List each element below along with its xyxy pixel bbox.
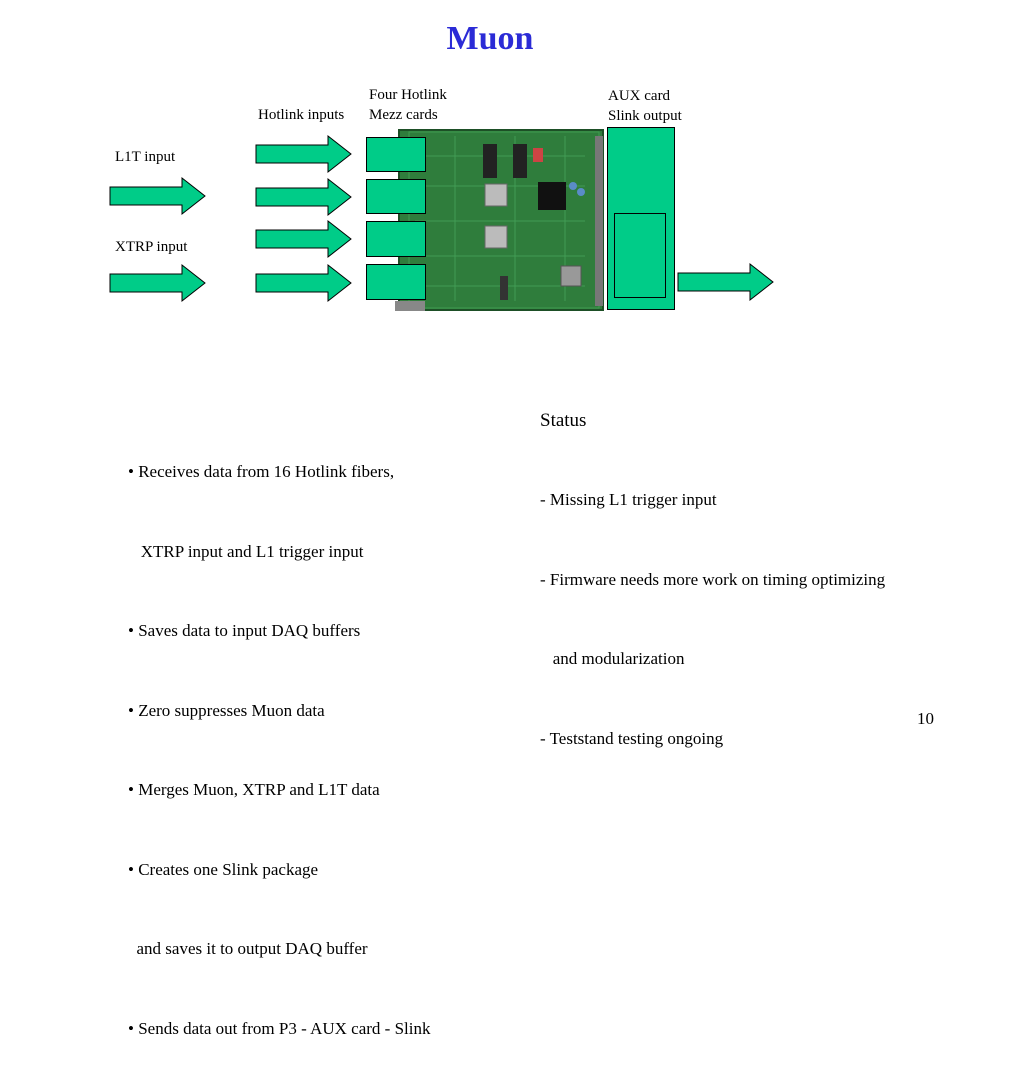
l1t-input-label: L1T input: [115, 149, 176, 165]
hotlink-input-arrow: [255, 134, 352, 174]
features-list: • Receives data from 16 Hotlink fibers, …: [128, 406, 430, 1069]
mezz-cards-label-line1: Four Hotlink: [369, 87, 447, 103]
status-list: - Missing L1 trigger input - Firmware ne…: [540, 434, 885, 805]
aux-card-label-line2: Slink output: [608, 108, 682, 124]
features-list-item: • Sends data out from P3 - AUX card - Sl…: [128, 1018, 431, 1038]
status-list-item: - Missing L1 trigger input: [540, 490, 717, 509]
aux-card-slink: [614, 213, 666, 298]
status-section: Status - Missing L1 trigger input - Firm…: [540, 408, 885, 805]
muon-board-image: [395, 129, 604, 311]
mezz-cards-label-line2: Mezz cards: [369, 107, 438, 123]
xtrp-input-arrow: [109, 263, 206, 303]
features-list-item: • Zero suppresses Muon data: [128, 700, 325, 720]
slide-title: Muon: [446, 20, 534, 57]
hotlink-input-arrow: [255, 219, 352, 259]
mezz-cards-label: Four Hotlink Mezz cards: [369, 85, 447, 125]
xtrp-input-label: XTRP input: [115, 239, 188, 255]
status-list-item: and modularization: [540, 649, 685, 668]
hotlink-input-arrow: [255, 177, 352, 217]
features-list-item: • Merges Muon, XTRP and L1T data: [128, 780, 380, 799]
features-list-item: • Creates one Slink package: [128, 859, 319, 879]
hotlink-input-arrow: [255, 263, 352, 303]
features-list-item: • Saves data to input DAQ buffers: [128, 621, 361, 640]
features-list-item: • Receives data from 16 Hotlink fibers,: [128, 462, 395, 481]
aux-card-label-line1: AUX card: [608, 88, 671, 104]
hotlink-mezz-card: [366, 264, 426, 300]
l1t-input-arrow: [109, 176, 206, 216]
status-heading: Status: [540, 410, 587, 431]
status-list-item: - Firmware needs more work on timing opt…: [540, 569, 886, 589]
hotlink-mezz-card: [366, 137, 426, 172]
slink-output-arrow: [677, 262, 774, 302]
aux-card-label: AUX card Slink output: [608, 86, 682, 126]
status-list-item: - Teststand testing ongoing: [540, 728, 724, 748]
features-list-item: and saves it to output DAQ buffer: [128, 939, 368, 958]
hotlink-mezz-card: [366, 221, 426, 257]
hotlink-mezz-card: [366, 179, 426, 214]
hotlink-inputs-label: Hotlink inputs: [258, 107, 345, 123]
features-list-item: XTRP input and L1 trigger input: [128, 541, 364, 561]
page-number: 10: [917, 709, 934, 728]
aux-card: [607, 127, 675, 310]
